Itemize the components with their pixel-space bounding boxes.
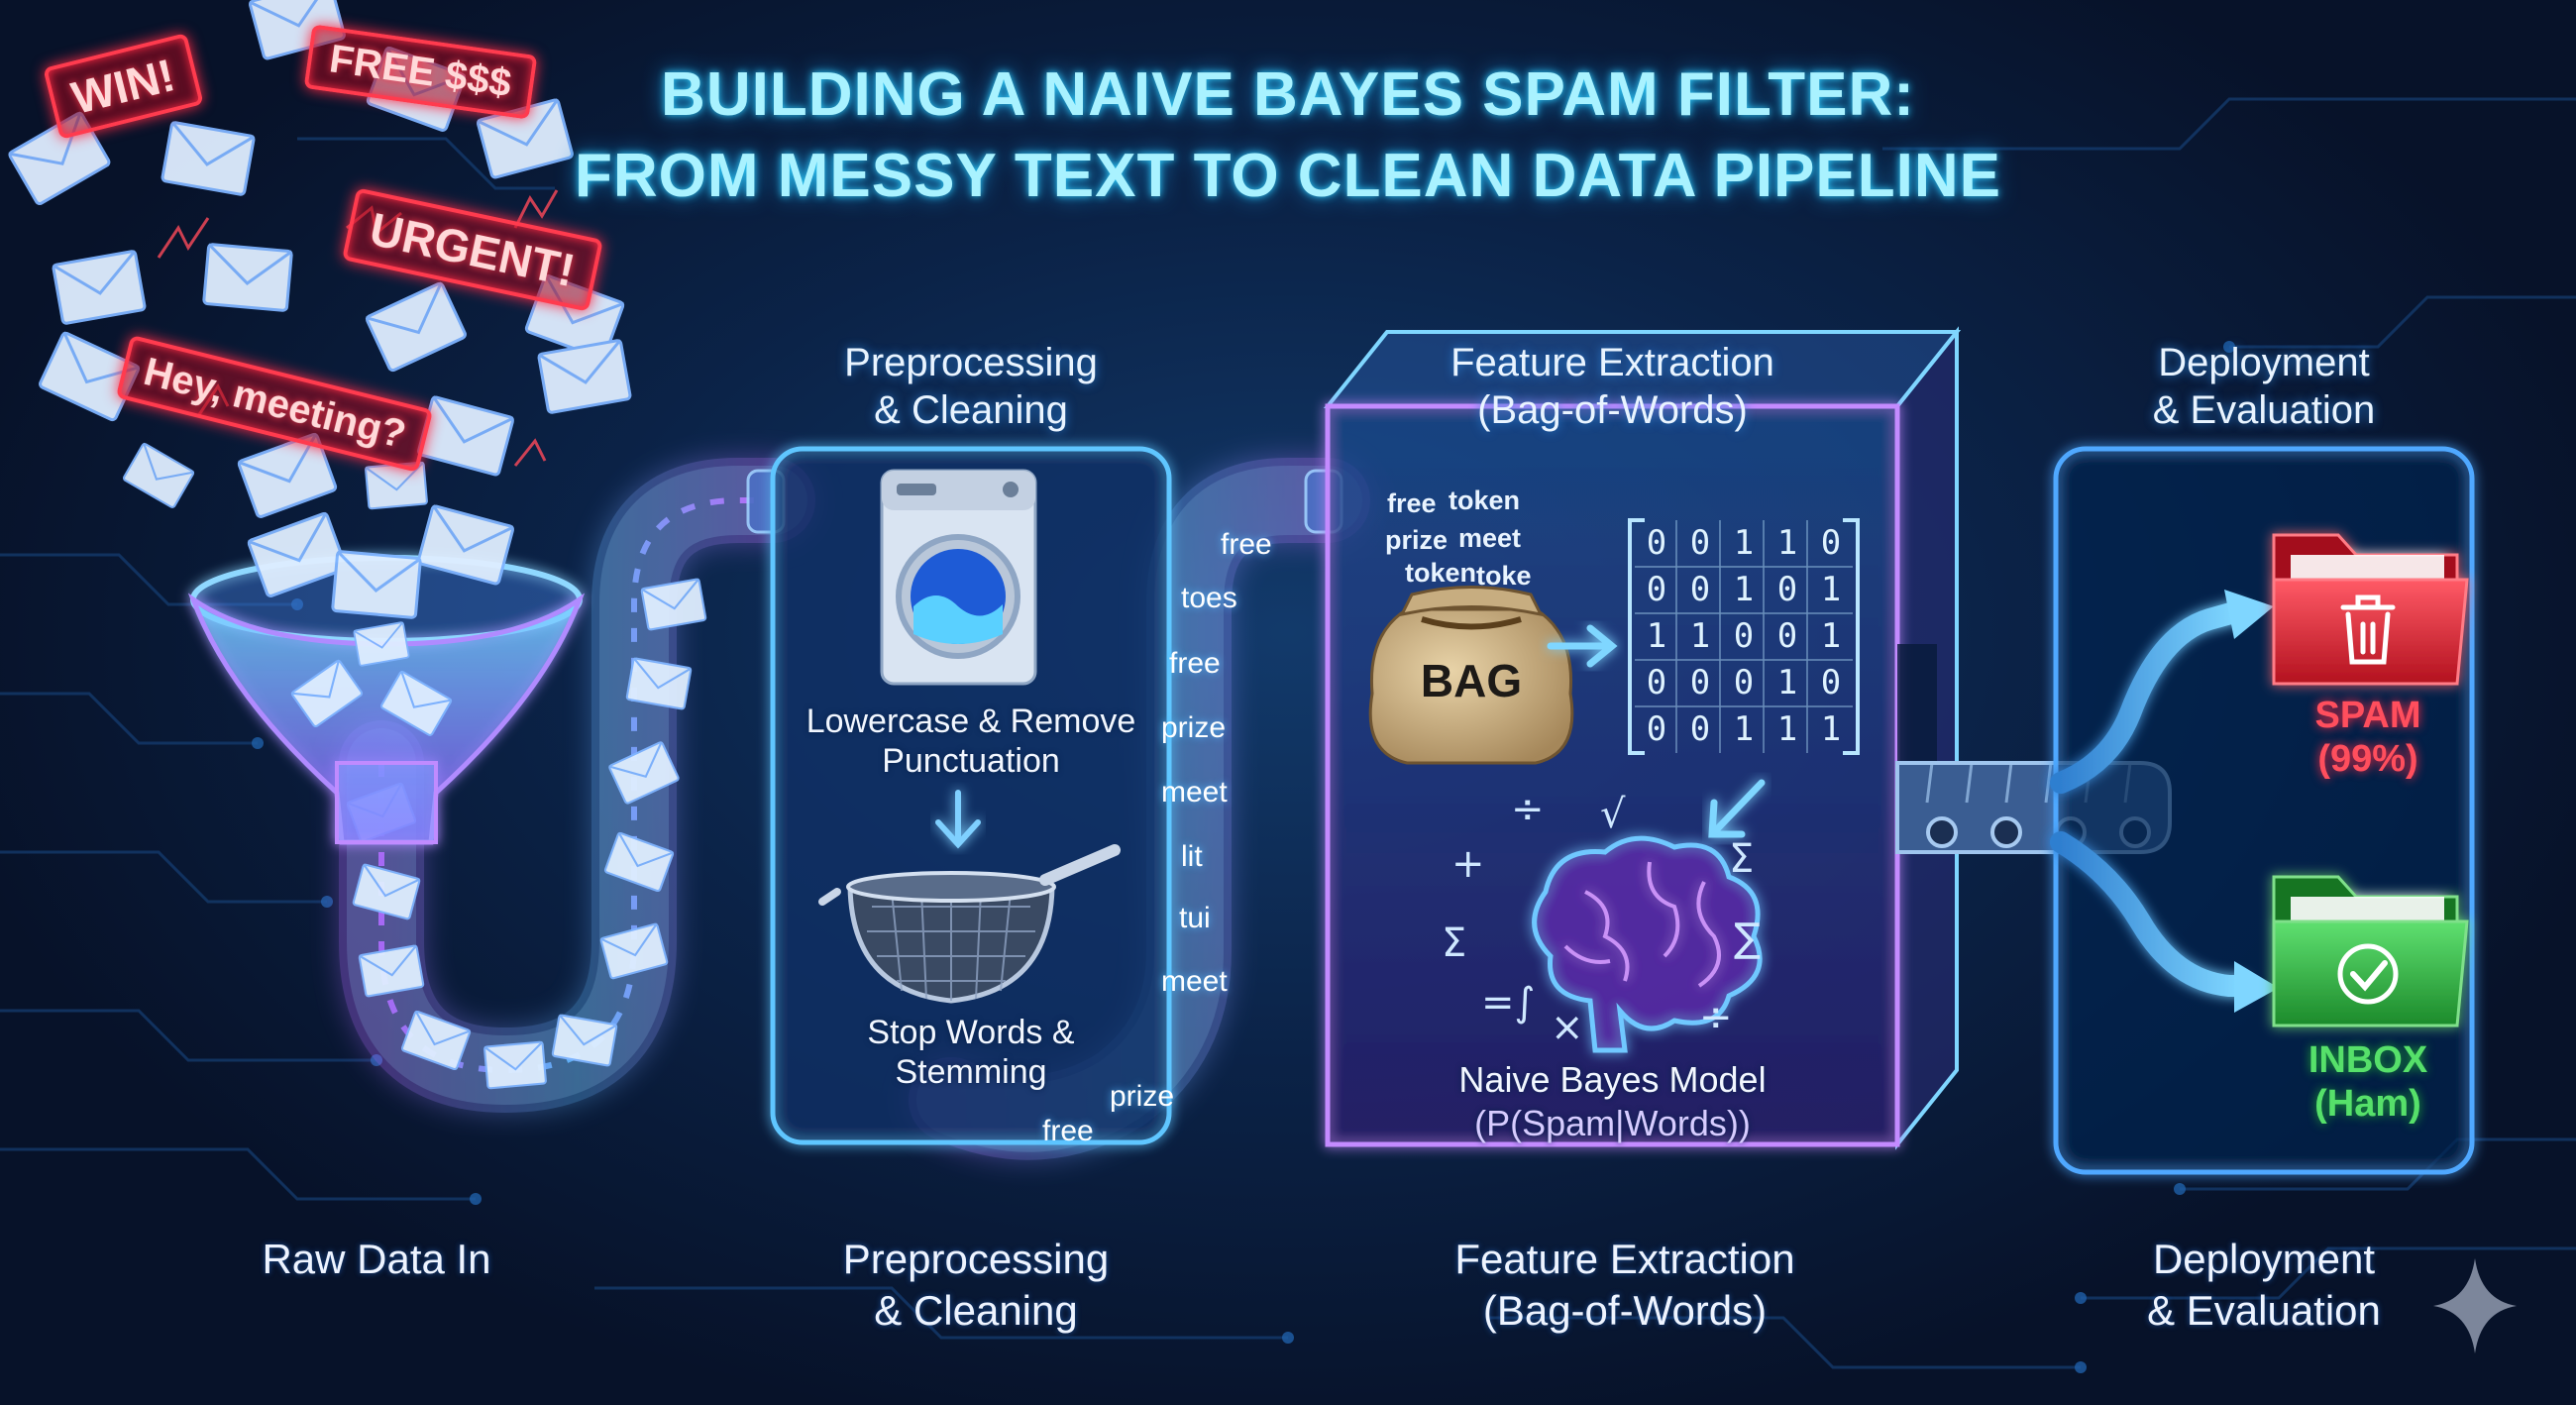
- matrix-cell: 0: [1646, 709, 1667, 749]
- matrix-cell: 0: [1776, 616, 1798, 656]
- matrix-cell: 0: [1733, 616, 1755, 656]
- bag-word: toke: [1476, 561, 1532, 591]
- matrix-cell: 0: [1689, 523, 1711, 563]
- pipe-token: free: [1042, 1115, 1094, 1147]
- matrix-cell: 1: [1820, 570, 1842, 609]
- matrix-cell: 0: [1689, 709, 1711, 749]
- matrix-cell: 0: [1689, 570, 1711, 609]
- brain-icon: [1532, 835, 1763, 1053]
- matrix-cell: 0: [1689, 663, 1711, 702]
- matrix-cell: 0: [1733, 663, 1755, 702]
- lowercase-step-label: Lowercase & Remove Punctuation: [805, 702, 1136, 780]
- svg-text:√: √: [1600, 792, 1626, 837]
- pipe-token: prize: [1161, 711, 1227, 744]
- washing-machine-icon: [880, 469, 1037, 686]
- pipe-token: toes: [1181, 582, 1237, 614]
- bag-word: token: [1405, 558, 1477, 588]
- bag-word: meet: [1458, 523, 1522, 553]
- inbox-result: INBOX (Ham): [2308, 1039, 2428, 1125]
- feature-extraction-heading: Feature Extraction (Bag-of-Words): [1450, 341, 1774, 432]
- preprocessing-heading: Preprocessing & Cleaning: [844, 341, 1098, 432]
- pipe-token: prize: [1110, 1080, 1175, 1113]
- sparkle-icon: [2433, 1258, 2517, 1353]
- pipe-token: lit: [1181, 840, 1203, 873]
- footer-raw-data: Raw Data In: [262, 1236, 491, 1282]
- page-title: BUILDING A NAIVE BAYES SPAM FILTER: FROM…: [297, 54, 2279, 217]
- pipe-token: meet: [1161, 965, 1228, 998]
- bag-word: free: [1387, 488, 1437, 518]
- svg-text:+: +: [1451, 841, 1485, 887]
- pipe-token: free: [1169, 647, 1221, 680]
- bag-word: prize: [1385, 525, 1449, 555]
- matrix-cell: 0: [1646, 663, 1667, 702]
- matrix-cell: 1: [1776, 523, 1798, 563]
- matrix-cell: 1: [1776, 709, 1798, 749]
- matrix-cell: 1: [1820, 616, 1842, 656]
- pipe-token: tui: [1179, 902, 1211, 934]
- footer-deployment: Deployment & Evaluation: [2147, 1236, 2381, 1334]
- matrix-cell: 1: [1733, 570, 1755, 609]
- circuit-lines: [0, 97, 2576, 1369]
- bag-label: BAG: [1420, 655, 1523, 706]
- stopwords-step-label: Stop Words & Stemming: [867, 1014, 1075, 1091]
- feature-matrix-frame: [1628, 518, 1860, 755]
- check-icon: [2337, 943, 2399, 1005]
- svg-text:∑: ∑: [1734, 916, 1761, 961]
- svg-text:Σ: Σ: [1442, 920, 1466, 966]
- math-symbols: + ÷ Σ =∫ × Σ ∑ ÷ √: [1442, 787, 1761, 1050]
- svg-text:=∫: =∫: [1481, 980, 1535, 1026]
- matrix-cell: 0: [1646, 523, 1667, 563]
- naive-bayes-model-label: Naive Bayes Model (P(Spam|Words)): [1458, 1059, 1767, 1143]
- matrix-cell: 0: [1646, 570, 1667, 609]
- inbox-folder-icon: [2272, 875, 2469, 1027]
- title-line-1: BUILDING A NAIVE BAYES SPAM FILTER:: [661, 60, 1915, 129]
- matrix-cell: 1: [1733, 709, 1755, 749]
- matrix-cell: 1: [1776, 663, 1798, 702]
- matrix-cell: 1: [1646, 616, 1667, 656]
- spam-result: SPAM (99%): [2314, 695, 2421, 780]
- matrix-cell: 0: [1820, 663, 1842, 702]
- footer-feature-extraction: Feature Extraction (Bag-of-Words): [1454, 1236, 1795, 1334]
- svg-text:÷: ÷: [1699, 995, 1733, 1040]
- svg-text:÷: ÷: [1511, 787, 1545, 832]
- footer-preprocessing: Preprocessing & Cleaning: [842, 1236, 1110, 1334]
- pipe-token: free: [1221, 528, 1272, 561]
- matrix-cell: 1: [1689, 616, 1711, 656]
- pipe-token: meet: [1161, 776, 1228, 809]
- bag-word: token: [1449, 486, 1521, 515]
- matrix-cell: 1: [1733, 523, 1755, 563]
- matrix-cell: 1: [1820, 709, 1842, 749]
- strainer-icon: [818, 844, 1121, 1004]
- matrix-cell: 0: [1820, 523, 1842, 563]
- preprocessing-panel: [770, 446, 1172, 1145]
- matrix-cell: 0: [1776, 570, 1798, 609]
- title-line-2: FROM MESSY TEXT TO CLEAN DATA PIPELINE: [575, 142, 2001, 210]
- trash-icon: [2340, 594, 2396, 665]
- svg-text:×: ×: [1551, 1005, 1584, 1050]
- deployment-heading: Deployment & Evaluation: [2152, 341, 2376, 432]
- bag-icon: [1368, 586, 1574, 765]
- svg-text:Σ: Σ: [1729, 836, 1754, 882]
